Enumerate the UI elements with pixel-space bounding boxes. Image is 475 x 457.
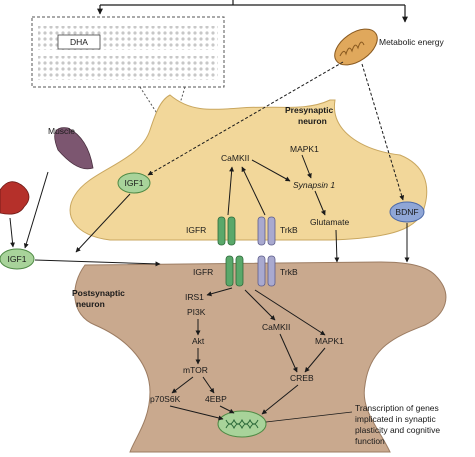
dha-label: DHA (70, 37, 88, 47)
dna-gene-node (217, 410, 267, 438)
presynaptic-label-1: Presynaptic (285, 105, 333, 115)
postsynaptic-label-1: Postsynaptic (72, 288, 125, 298)
transcription-label-1: Transcription of genes (355, 403, 439, 413)
mitochondrion-icon (334, 28, 378, 66)
postsynaptic-label-2: neuron (76, 299, 105, 309)
muscle-label: Muscle (48, 126, 75, 136)
liver-icon (0, 181, 30, 215)
dha-label-box (57, 34, 101, 50)
4ebp-label: 4EBP (205, 394, 227, 404)
bdnf-node: BDNF (389, 201, 425, 223)
igf1-pre-label: IGF1 (125, 178, 144, 188)
mapk1-pre-label: MAPK1 (290, 144, 319, 154)
creb-label: CREB (290, 373, 314, 383)
igfr-receptor-postsynaptic (225, 255, 244, 287)
synapsin-label: Synapsin 1 (293, 180, 335, 190)
transcription-label-4: function (355, 436, 385, 446)
mtor-label: mTOR (183, 365, 208, 375)
trkb-pre-label: TrkB (280, 225, 298, 235)
igf1-node-left: IGF1 (0, 248, 35, 270)
presynaptic-label-2: neuron (298, 116, 327, 126)
glutamate-label: Glutamate (310, 217, 349, 227)
camkii-post-label: CaMKII (262, 322, 290, 332)
igfr-pre-label: IGFR (186, 225, 206, 235)
trkb-receptor-presynaptic (257, 216, 276, 246)
muscle-icon (54, 127, 94, 170)
p70s6k-label: p70S6K (150, 394, 181, 404)
pi3k-label: PI3K (187, 307, 206, 317)
igf1-left-label: IGF1 (8, 254, 27, 264)
trkb-receptor-postsynaptic (257, 255, 276, 287)
transcription-label-3: plasticity and cognitive (355, 425, 440, 435)
dha-inset: DHA (31, 16, 225, 119)
transcription-callout-line (265, 411, 353, 423)
mapk1-post-label: MAPK1 (315, 336, 344, 346)
bdnf-label: BDNF (395, 207, 418, 217)
igfr-post-label: IGFR (193, 267, 213, 277)
pathway-arrows (9, 61, 410, 421)
camkii-pre-label: CaMKII (221, 153, 249, 163)
akt-label: Akt (192, 336, 205, 346)
presynaptic-neuron (69, 94, 428, 241)
metabolic-energy-label: Metabolic energy (379, 37, 444, 47)
igfr-receptor-presynaptic (217, 216, 236, 246)
transcription-label-2: implicated in synaptic (355, 414, 437, 424)
trkb-post-label: TrkB (280, 267, 298, 277)
top-bracket (97, 0, 408, 23)
irs1-label: IRS1 (185, 292, 204, 302)
igf1-node-presynaptic: IGF1 (117, 172, 151, 194)
postsynaptic-neuron (74, 261, 447, 453)
